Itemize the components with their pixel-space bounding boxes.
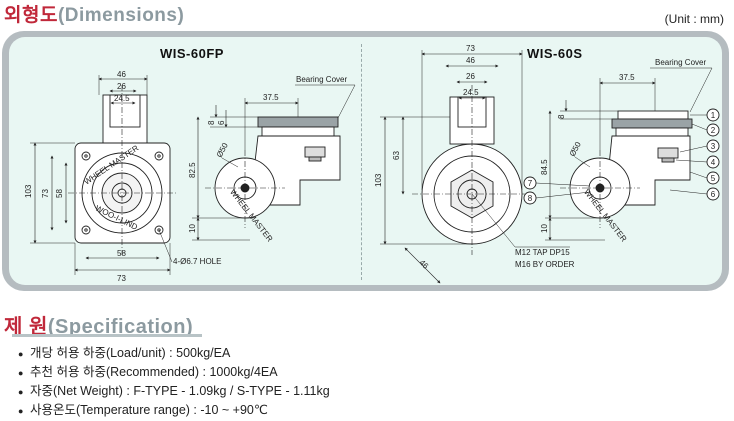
dim-fp-73: 73 [41, 189, 50, 198]
s-side-view [523, 67, 720, 241]
dim-s-8: 8 [557, 114, 566, 119]
dim-s-10: 10 [540, 224, 549, 233]
dim-fp-bottom-58: 58 [117, 249, 126, 258]
dim-fp-d50: Ø50 [215, 141, 230, 159]
tap-label: M12 TAP DP15 [515, 248, 570, 257]
dim-s-37-5: 37.5 [619, 73, 635, 82]
spec-item: ● 추천 허용 하중(Recommended) : 1000kg/4EA [18, 363, 330, 382]
panel-divider [361, 44, 363, 280]
dim-fp-58: 58 [55, 189, 64, 198]
callout-6: 6 [711, 190, 716, 199]
dim-s-103: 103 [374, 173, 383, 187]
dim-fp-24-5: 24.5 [114, 94, 130, 103]
s-front-view [380, 50, 570, 284]
dim-fp-103: 103 [24, 184, 33, 198]
bullet-icon: ● [18, 349, 24, 359]
dim-s-73: 73 [466, 44, 475, 53]
bullet-icon: ● [18, 406, 24, 416]
dim-s-d50: Ø50 [568, 140, 583, 158]
callout-1: 1 [711, 111, 716, 120]
model-label-right: WIS-60S [527, 46, 583, 61]
spec-item-text: 사용온도(Temperature range) : -10 ~ +90℃ [30, 403, 268, 417]
dim-s-46: 46 [466, 56, 475, 65]
dimensions-title-en: (Dimensions) [57, 5, 185, 26]
dim-fp-46: 46 [117, 70, 126, 79]
spec-item-text: 개당 허용 하중(Load/unit) : 500kg/EA [30, 346, 231, 360]
dim-s-24-5: 24.5 [463, 88, 479, 97]
dim-fp-10: 10 [188, 224, 197, 233]
dim-s-diag-46: 46 [418, 258, 431, 271]
fp-side-view [192, 84, 356, 241]
spec-item: ● 개당 허용 하중(Load/unit) : 500kg/EA [18, 344, 330, 363]
dim-fp-37-5: 37.5 [263, 93, 279, 102]
dim-fp-82-5: 82.5 [188, 162, 197, 178]
spec-item-text: 추천 허용 하중(Recommended) : 1000kg/4EA [30, 365, 278, 379]
fp-bolt-holes [81, 151, 164, 235]
bullet-icon: ● [18, 368, 24, 378]
dimensions-title: 외형도(Dimensions) [4, 0, 184, 27]
dim-fp-26: 26 [117, 82, 126, 91]
spec-item-text: 자중(Net Weight) : F-TYPE - 1.09kg / S-TYP… [30, 384, 330, 398]
dim-s-63: 63 [392, 151, 401, 160]
hole-label: 4-Ø6.7 HOLE [173, 257, 221, 266]
spec-title-ko: 제 원 [4, 316, 48, 338]
callout-7: 7 [528, 179, 533, 188]
dim-s-84-5: 84.5 [540, 159, 549, 175]
unit-label: (Unit : mm) [664, 12, 724, 26]
dim-fp-6: 6 [217, 120, 226, 125]
spec-title-en: (Specification) [47, 316, 194, 338]
bearing-cover-right: Bearing Cover [655, 58, 706, 67]
spec-item: ● 자중(Net Weight) : F-TYPE - 1.09kg / S-TY… [18, 382, 330, 401]
dim-s-26: 26 [466, 72, 475, 81]
order-label: M16 BY ORDER [515, 260, 575, 269]
fp-front-view [30, 75, 178, 275]
dimensions-title-ko: 외형도 [4, 5, 58, 26]
spec-item: ● 사용온도(Temperature range) : -10 ~ +90℃ [18, 401, 330, 420]
callout-8: 8 [528, 194, 533, 203]
spec-title-underline [12, 334, 202, 337]
spec-list: ● 개당 허용 하중(Load/unit) : 500kg/EA ● 추천 허용 하… [18, 344, 330, 420]
dim-fp-8: 8 [207, 120, 216, 125]
bullet-icon: ● [18, 387, 24, 397]
callout-4: 4 [711, 158, 716, 167]
callout-2: 2 [711, 126, 716, 135]
bearing-cover-left: Bearing Cover [296, 75, 347, 84]
callout-5: 5 [711, 174, 716, 183]
spec-title: 제 원(Specification) [4, 310, 193, 339]
dim-fp-bottom-73: 73 [117, 274, 126, 283]
technical-drawing: 46 26 24.5 103 73 58 58 73 4-Ø6.7 HOLE W… [24, 44, 720, 284]
callout-3: 3 [711, 142, 716, 151]
callout-numbers: 1 2 3 4 5 6 7 8 [528, 111, 716, 203]
model-label-left: WIS-60FP [160, 46, 224, 61]
